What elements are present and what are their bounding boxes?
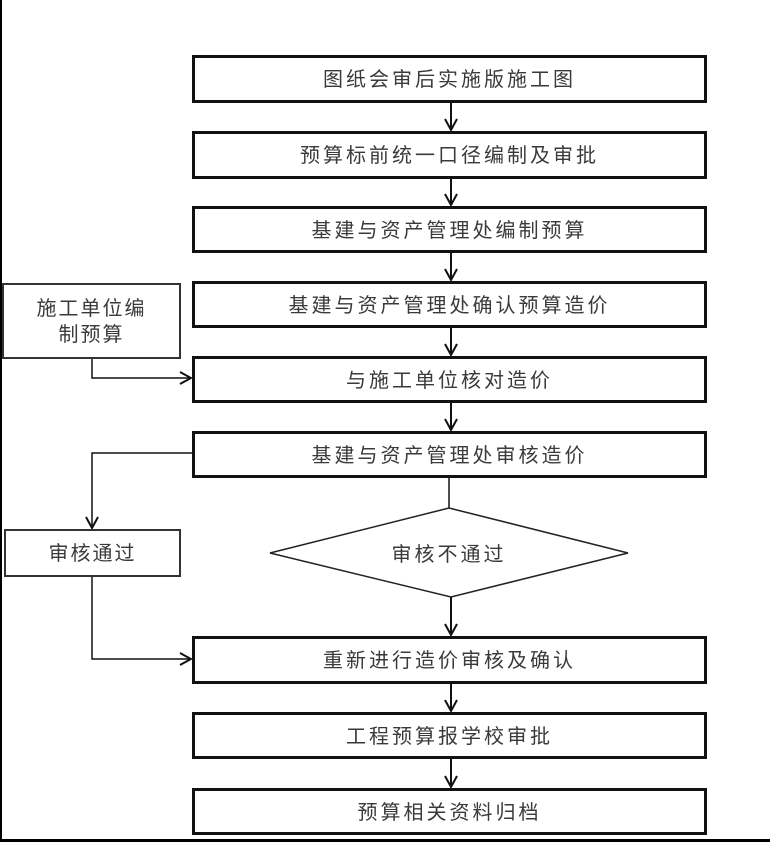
side-review-passed: 审核通过 (4, 529, 181, 577)
side-label: 施工单位编制预算 (36, 296, 147, 346)
page-border-bottom (0, 839, 770, 842)
step-office-prepare-budget: 基建与资产管理处编制预算 (192, 206, 707, 253)
step-office-confirm-cost: 基建与资产管理处确认预算造价 (192, 281, 707, 328)
step-construction-drawings: 图纸会审后实施版施工图 (192, 55, 707, 103)
edge-s6-approved (92, 452, 192, 528)
edge-contractor-s5 (91, 358, 191, 378)
step-label: 基建与资产管理处审核造价 (311, 442, 588, 467)
step-office-review-cost: 基建与资产管理处审核造价 (192, 431, 707, 478)
side-label: 审核通过 (48, 541, 137, 565)
step-label: 预算标前统一口径编制及审批 (300, 143, 599, 167)
decision-label: 审核不通过 (270, 508, 628, 597)
decision-text: 审核不通过 (391, 542, 507, 566)
step-label: 工程预算报学校审批 (346, 723, 553, 748)
step-label: 重新进行造价审核及确认 (323, 648, 576, 672)
step-label: 基建与资产管理处确认预算造价 (288, 292, 611, 317)
edge-approved-s7 (91, 576, 191, 659)
step-unified-budget-standard: 预算标前统一口径编制及审批 (192, 131, 707, 179)
step-label: 预算相关资料归档 (357, 799, 542, 824)
step-verify-with-contractor: 与施工单位核对造价 (192, 356, 707, 403)
page-border-left (0, 0, 2, 842)
step-label: 基建与资产管理处编制预算 (311, 217, 588, 242)
step-archive-documents: 预算相关资料归档 (192, 788, 707, 835)
step-school-approval: 工程预算报学校审批 (192, 712, 707, 759)
step-re-review-confirm: 重新进行造价审核及确认 (192, 636, 707, 684)
step-label: 与施工单位核对造价 (346, 367, 553, 392)
side-contractor-budget: 施工单位编制预算 (2, 283, 181, 359)
step-label: 图纸会审后实施版施工图 (323, 67, 576, 91)
